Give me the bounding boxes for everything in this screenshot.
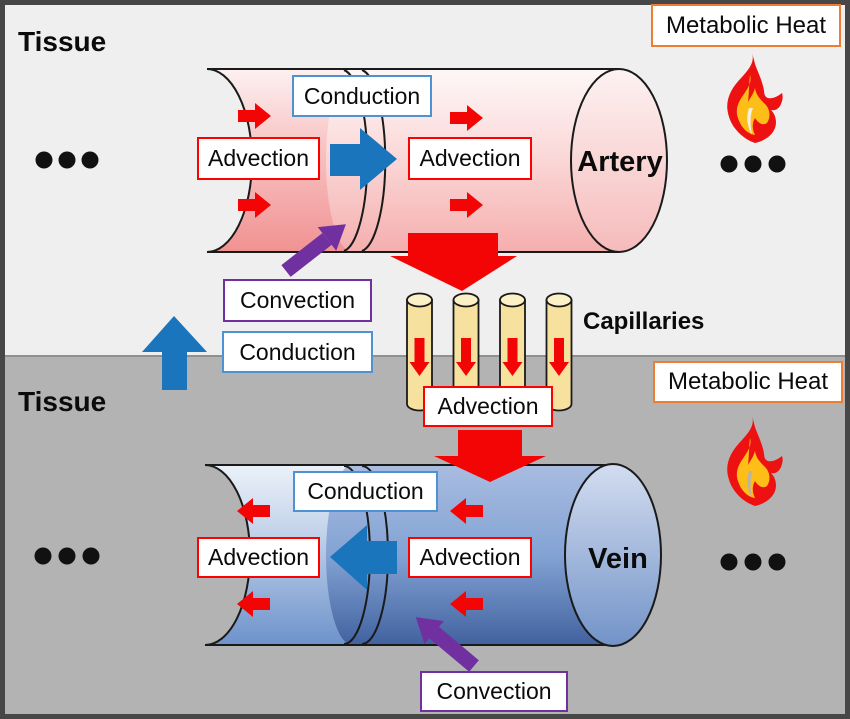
artery-conduction-box: Conduction bbox=[292, 75, 432, 117]
capillary-tube bbox=[499, 292, 526, 412]
vein-advection-right-box: Advection bbox=[408, 537, 532, 578]
artery-to-capillaries-arrow bbox=[390, 233, 517, 291]
vein-end-cap bbox=[564, 463, 662, 647]
tissue-top-label: Tissue bbox=[18, 26, 107, 57]
artery-advection-right-box: Advection bbox=[408, 137, 532, 180]
capillaries-advection-box: Advection bbox=[423, 386, 553, 427]
capillaries-group bbox=[406, 292, 573, 412]
artery-end-cap bbox=[570, 68, 668, 253]
capillary-flow-arrow bbox=[502, 338, 523, 376]
advection-arrow-left bbox=[450, 591, 483, 617]
advection-arrow-right bbox=[450, 105, 483, 131]
vein-conduction-box: Conduction bbox=[293, 471, 438, 512]
capillary-tube bbox=[406, 292, 433, 412]
capillaries-to-vein-arrow bbox=[434, 430, 546, 482]
conduction-up-arrow bbox=[142, 316, 207, 390]
advection-arrow-left bbox=[237, 591, 270, 617]
vein-flow-arrow bbox=[330, 525, 397, 590]
capillary-flow-arrow bbox=[456, 338, 476, 376]
metabolic-heat-top-box: Metabolic Heat bbox=[651, 4, 841, 47]
vein-advection-arrows bbox=[237, 498, 483, 617]
advection-arrow-right bbox=[238, 103, 271, 129]
capillaries-label: Capillaries bbox=[583, 308, 705, 335]
flame-icon bbox=[727, 416, 783, 506]
artery-advection-arrows bbox=[238, 103, 483, 218]
tissue-bottom-label: Tissue bbox=[18, 386, 107, 417]
convection-arrow-top bbox=[281, 224, 346, 277]
vein-advection-left-box: Advection bbox=[197, 537, 320, 578]
artery-flow-arrow bbox=[330, 128, 397, 190]
convection-bottom-box: Convection bbox=[420, 671, 568, 712]
ellipsis-dots bbox=[34, 547, 100, 565]
advection-arrow-right bbox=[450, 192, 483, 218]
artery-advection-left-box: Advection bbox=[197, 137, 320, 180]
capillary-tube bbox=[545, 292, 573, 412]
advection-arrow-right bbox=[238, 192, 271, 218]
metabolic-heat-bottom-box: Metabolic Heat bbox=[653, 361, 843, 403]
vein-label: Vein bbox=[588, 543, 648, 575]
ellipsis-dots bbox=[35, 151, 99, 169]
advection-arrow-left bbox=[237, 498, 270, 524]
capillary-flow-arrow bbox=[409, 338, 430, 376]
ellipsis-dots bbox=[720, 155, 786, 173]
ellipsis-dots bbox=[720, 553, 786, 571]
conduction-boundary-box: Conduction bbox=[222, 331, 373, 373]
artery-label: Artery bbox=[577, 146, 663, 178]
convection-top-box: Convection bbox=[223, 279, 372, 322]
advection-arrow-left bbox=[450, 498, 483, 524]
flame-icon bbox=[727, 53, 783, 143]
capillary-flow-arrow bbox=[549, 338, 569, 376]
convection-arrow-bottom bbox=[415, 617, 479, 672]
